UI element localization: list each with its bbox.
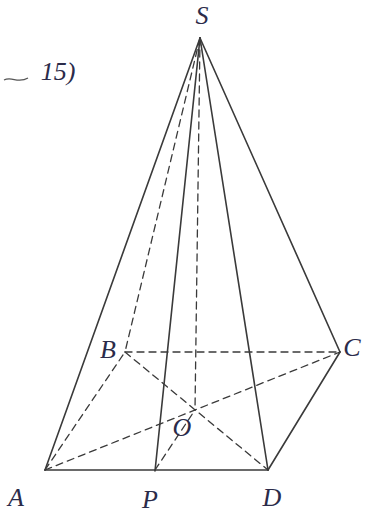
edge-line [200, 38, 340, 352]
diagonal-line [125, 352, 268, 470]
hidden-edge [125, 38, 200, 352]
diagonal-line [45, 352, 340, 470]
point-label: P [142, 487, 158, 513]
hidden-edge [45, 352, 125, 470]
point-label: O [173, 415, 192, 441]
hidden-edge [125, 351, 340, 352]
edge-line [45, 469, 268, 471]
edge-line [45, 38, 200, 470]
point-label: B [100, 337, 116, 363]
pencil-mark [4, 78, 28, 80]
point-label: 15) [41, 59, 76, 85]
point-label: A [8, 485, 24, 511]
apothem-line [155, 38, 200, 471]
hidden-edge [155, 410, 195, 470]
point-label: C [343, 335, 360, 361]
point-label: S [196, 3, 209, 29]
height-line [195, 38, 200, 410]
edge-line [200, 38, 268, 470]
edge-line [268, 352, 340, 470]
point-label: D [263, 485, 282, 511]
